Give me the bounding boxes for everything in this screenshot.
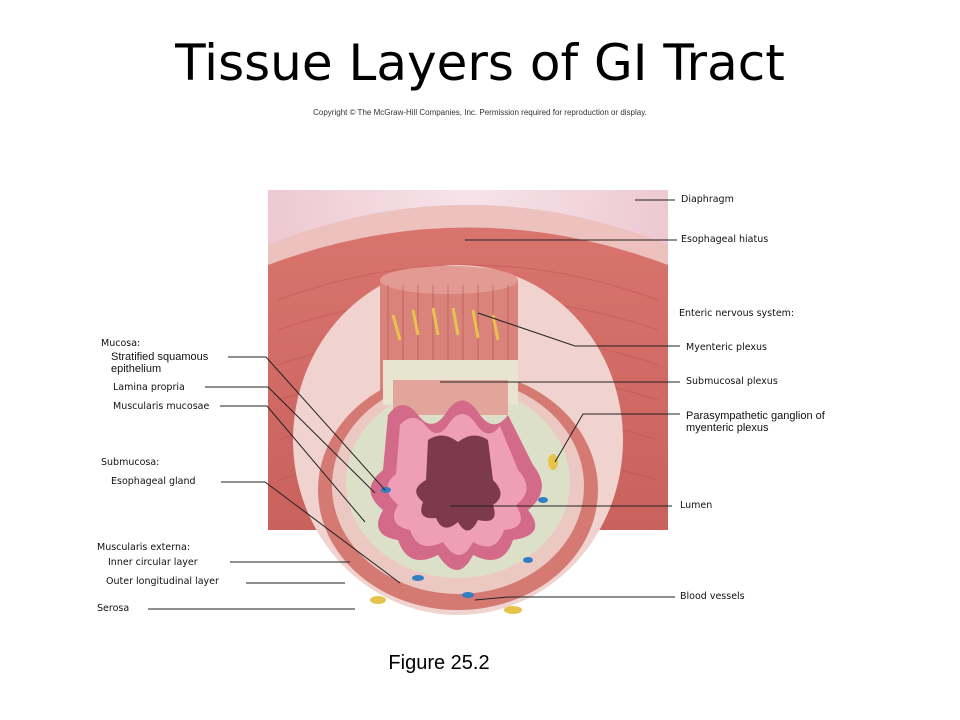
gi-tract-illustration <box>268 190 668 615</box>
label-muscularis-externa: Muscularis externa: <box>97 542 191 553</box>
label-submucosa: Submucosa: <box>101 457 160 468</box>
label-mucosa: Mucosa: <box>101 338 141 349</box>
label-parasympathetic-ganglion: Parasympathetic ganglion of myenteric pl… <box>686 410 825 434</box>
label-lamina-propria: Lamina propria <box>113 382 185 393</box>
label-outer-longitudinal-layer: Outer longitudinal layer <box>106 576 219 587</box>
label-stratified-line1: Stratified squamous <box>111 351 209 363</box>
label-submucosal-plexus: Submucosal plexus <box>686 376 778 387</box>
label-enteric-nervous-system: Enteric nervous system: <box>679 308 795 319</box>
label-lumen: Lumen <box>680 500 713 511</box>
label-parasympathetic-line2: myenteric plexus <box>686 422 769 434</box>
label-esophageal-gland: Esophageal gland <box>111 476 196 487</box>
label-serosa: Serosa <box>97 603 130 614</box>
label-myenteric-plexus: Myenteric plexus <box>686 342 767 353</box>
label-stratified-squamous: Stratified squamous epithelium <box>111 351 208 375</box>
figure-caption: Figure 25.2 <box>388 652 490 674</box>
copyright-notice: Copyright © The McGraw-Hill Companies, I… <box>313 108 647 117</box>
label-diaphragm: Diaphragm <box>681 194 734 205</box>
label-parasympathetic-line1: Parasympathetic ganglion of <box>686 410 825 422</box>
label-inner-circular-layer: Inner circular layer <box>108 557 198 568</box>
label-esophageal-hiatus: Esophageal hiatus <box>681 234 769 245</box>
label-muscularis-mucosae: Muscularis mucosae <box>113 401 210 412</box>
slide-title: Tissue Layers of GI Tract <box>175 34 785 92</box>
label-blood-vessels: Blood vessels <box>680 591 745 602</box>
label-stratified-line2: epithelium <box>111 363 162 375</box>
